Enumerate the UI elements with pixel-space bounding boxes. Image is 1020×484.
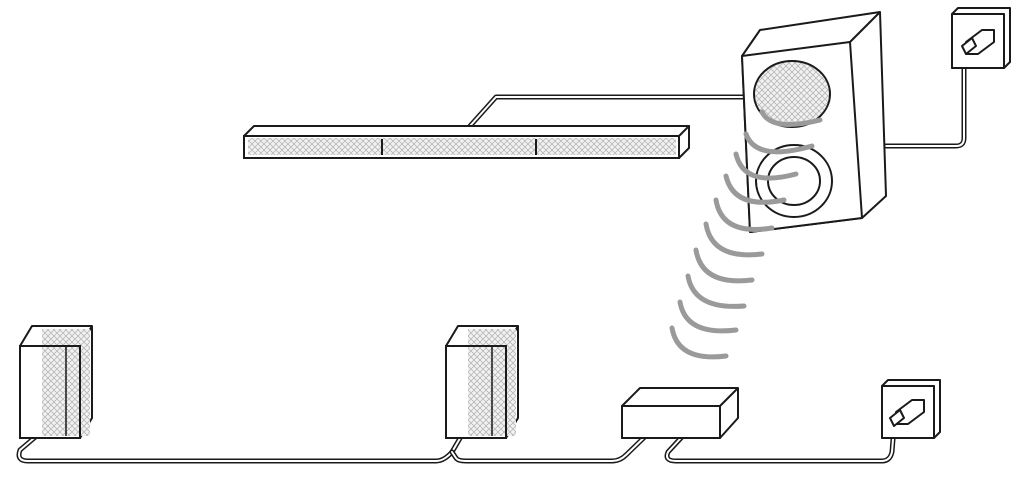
subwoofer-tweeter bbox=[753, 60, 831, 128]
soundbar bbox=[243, 125, 690, 159]
rear-speaker-right bbox=[445, 325, 519, 439]
cable-subwoofer-to-outlet-top bbox=[883, 57, 967, 149]
rear-speaker-left bbox=[19, 325, 93, 439]
wall-outlet-icon bbox=[961, 29, 995, 55]
wireless-signal-icon bbox=[669, 109, 823, 360]
wall-outlet-bottom bbox=[881, 379, 941, 439]
cable-speaker-left-to-right bbox=[16, 425, 469, 464]
wireless-receiver bbox=[621, 387, 739, 439]
wall-outlet-top bbox=[951, 7, 1011, 69]
subwoofer-woofer bbox=[755, 144, 833, 218]
cable-speaker-right-to-receiver bbox=[449, 423, 659, 464]
cable-soundbar-to-subwoofer bbox=[467, 94, 749, 129]
cable-receiver-to-outlet-bottom bbox=[664, 411, 898, 464]
wall-outlet-icon bbox=[889, 399, 925, 427]
